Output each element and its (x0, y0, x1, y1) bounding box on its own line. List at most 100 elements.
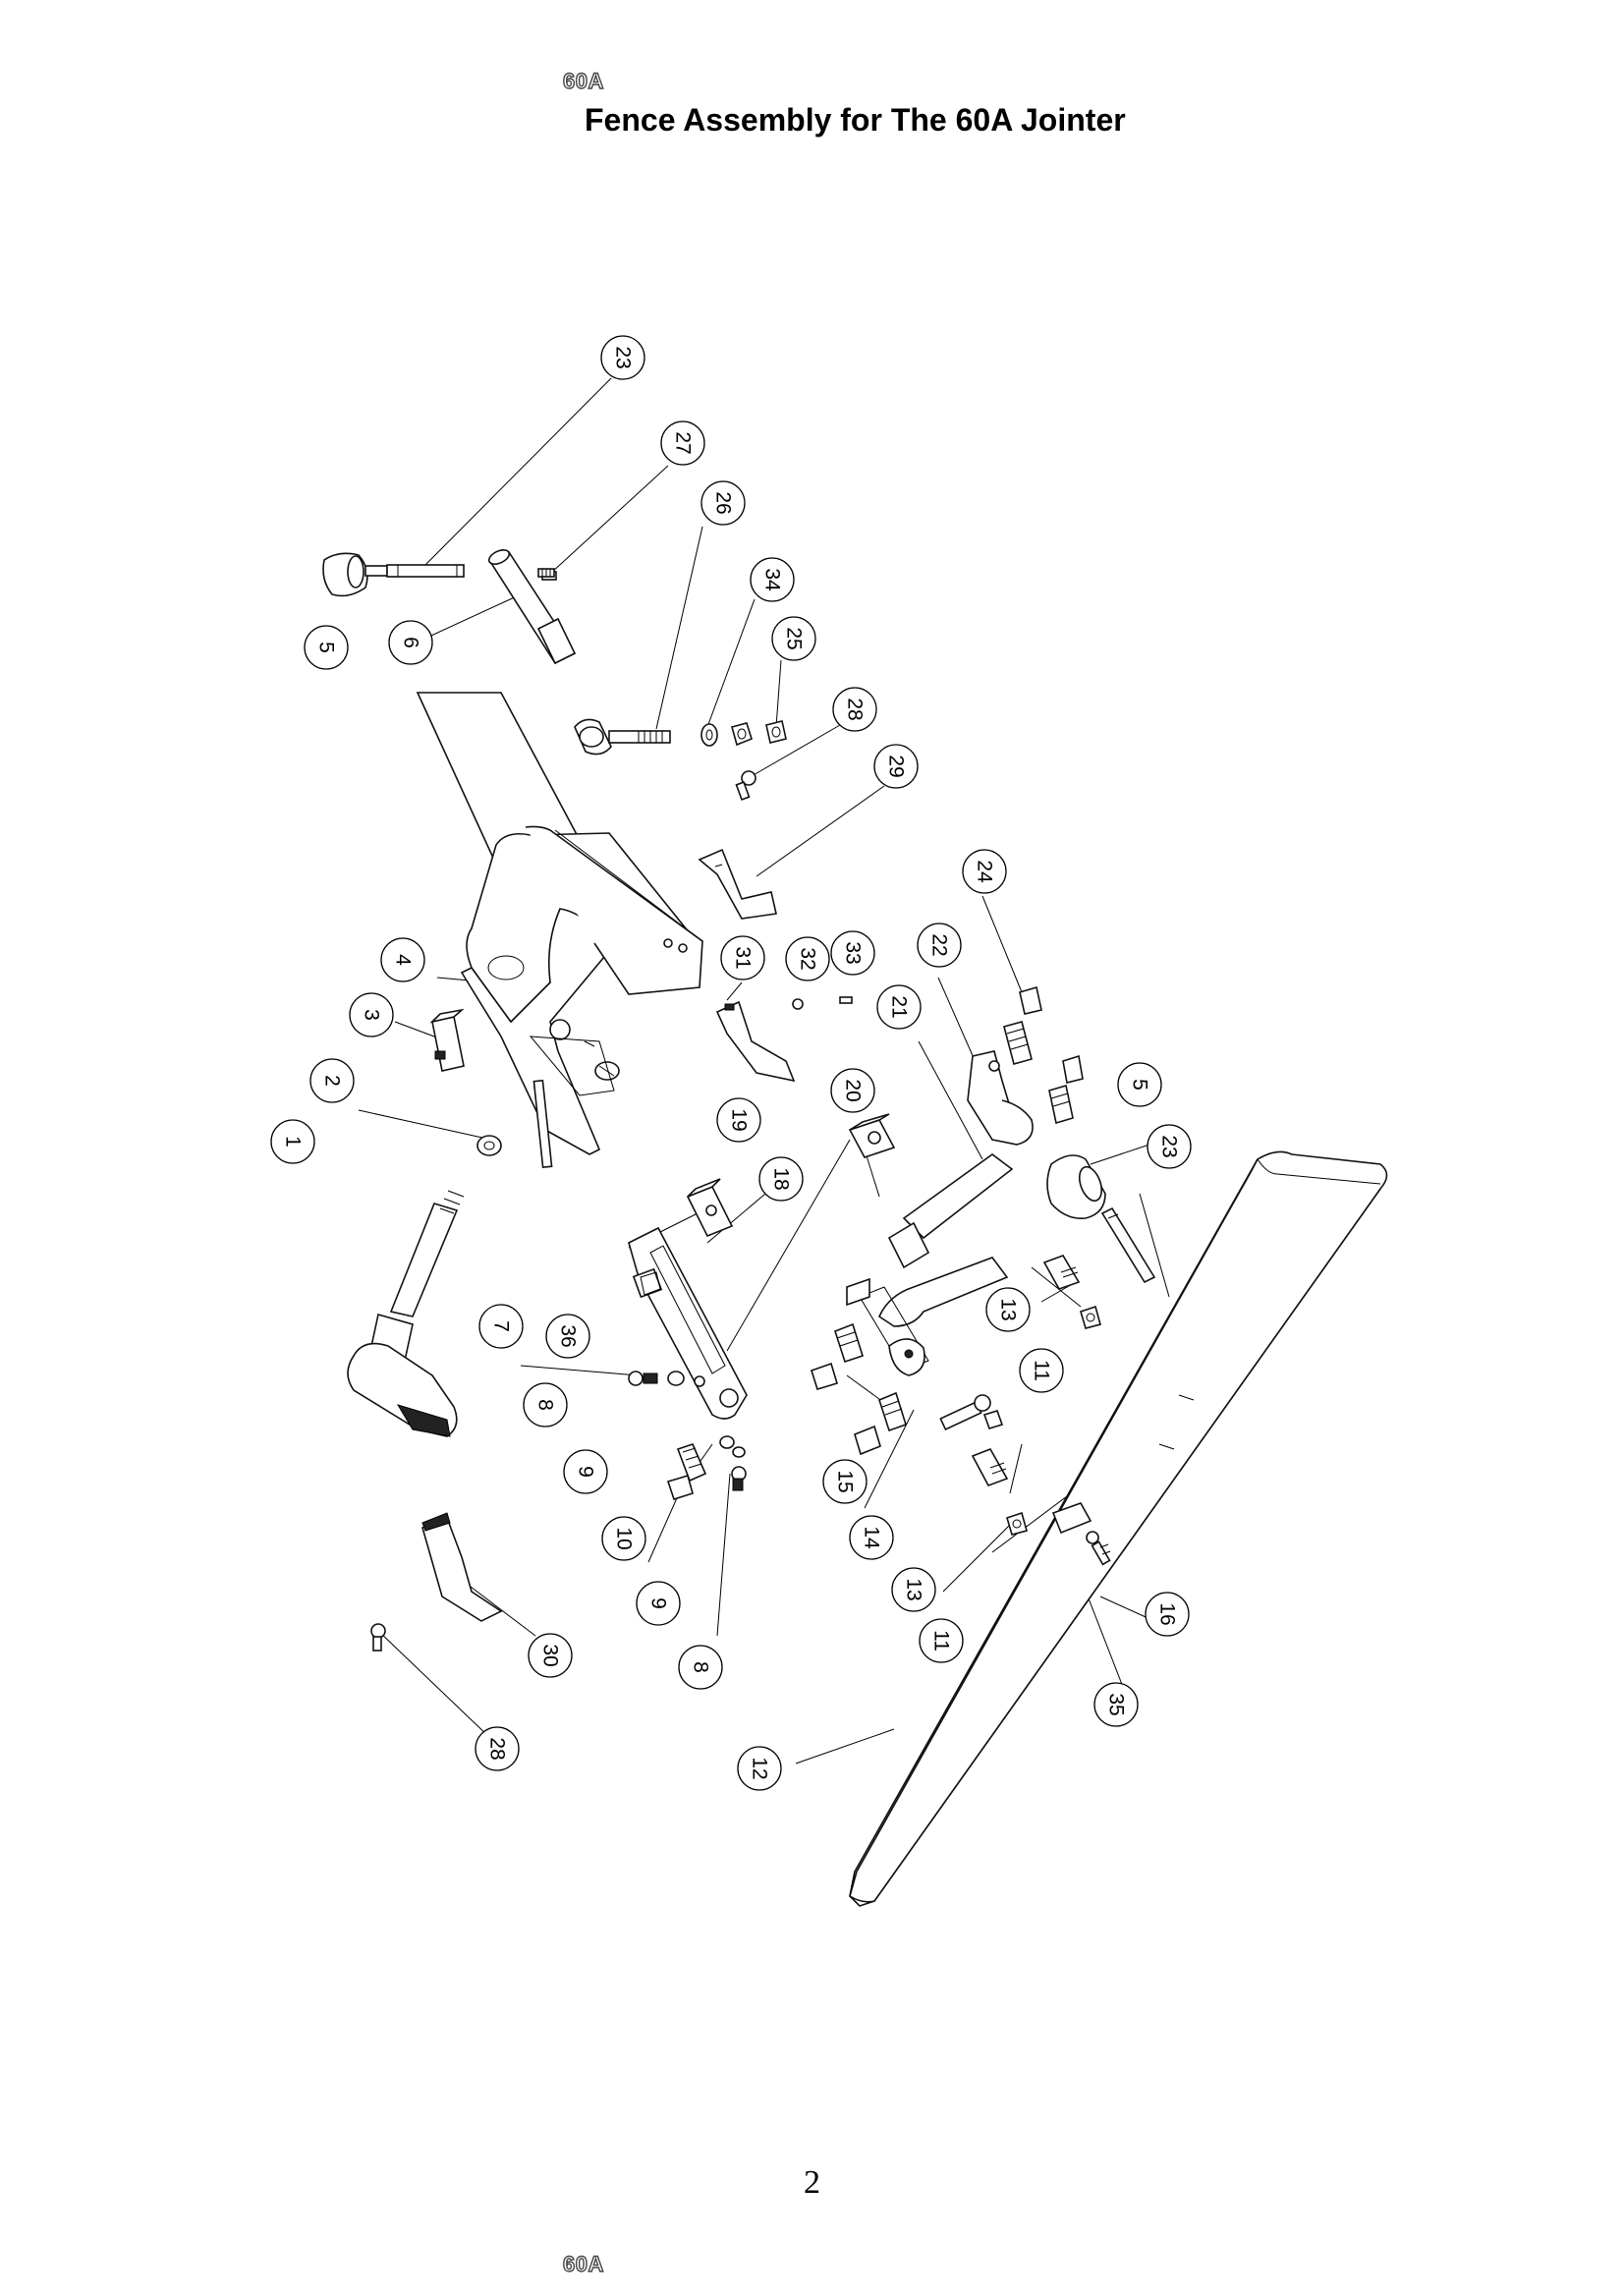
washer-9-center (667, 1371, 705, 1387)
callout-9-lower: 9 (636, 1581, 681, 1626)
callout-6: 6 (388, 620, 433, 665)
svg-text:10: 10 (613, 1527, 636, 1549)
svg-text:13: 13 (903, 1578, 925, 1600)
washer-32 (792, 998, 804, 1010)
svg-text:1: 1 (282, 1136, 305, 1148)
svg-text:4: 4 (392, 954, 415, 966)
svg-text:32: 32 (797, 947, 819, 970)
svg-text:22: 22 (928, 933, 951, 956)
screw-28-lower (370, 1623, 386, 1652)
washer-34 (700, 723, 718, 747)
svg-text:29: 29 (885, 755, 908, 777)
svg-text:28: 28 (844, 698, 867, 720)
svg-text:21: 21 (888, 995, 911, 1018)
callout-25: 25 (771, 616, 816, 661)
screw-16 (1086, 1531, 1111, 1566)
svg-text:13: 13 (997, 1298, 1020, 1320)
svg-text:16: 16 (1156, 1602, 1179, 1625)
svg-text:36: 36 (557, 1324, 580, 1347)
callout-23-right: 23 (1147, 1124, 1192, 1169)
callout-26: 26 (700, 480, 746, 526)
pin-6 (487, 549, 577, 665)
svg-text:6: 6 (400, 637, 422, 648)
bracket-21 (967, 1050, 1034, 1146)
svg-text:26: 26 (712, 491, 735, 514)
callout-3: 3 (349, 992, 394, 1037)
bolt-10 (666, 1443, 707, 1500)
callout-11-upper: 11 (1019, 1348, 1064, 1393)
callout-15: 15 (822, 1459, 868, 1504)
svg-text:19: 19 (728, 1108, 751, 1131)
callout-30: 30 (528, 1633, 573, 1678)
fence-rail-12 (849, 1150, 1388, 1907)
callout-7: 7 (478, 1304, 524, 1349)
svg-text:30: 30 (539, 1644, 562, 1666)
callout-35: 35 (1093, 1682, 1139, 1727)
studs-left (811, 1322, 907, 1456)
slide-bar-36 (628, 1226, 748, 1420)
svg-text:34: 34 (761, 568, 784, 591)
callout-24: 24 (962, 849, 1007, 894)
callout-28-top: 28 (832, 687, 877, 732)
linkage-22 (846, 1153, 1014, 1376)
screw-28-top (735, 770, 756, 801)
nuts-25 (731, 720, 787, 747)
callout-33: 33 (830, 930, 875, 976)
studs-24 (1003, 985, 1084, 1125)
model-tag-bottom: 60A (562, 2251, 604, 2276)
pin-23-top (386, 564, 465, 578)
knob-5-right (1046, 1154, 1106, 1220)
nut-11-upper (1080, 1305, 1101, 1329)
fence-casting-4 (416, 692, 703, 1155)
callout-22: 22 (917, 923, 962, 968)
callout-31: 31 (720, 935, 765, 980)
callout-5-top: 5 (304, 625, 349, 670)
washer-2 (476, 1135, 502, 1156)
callout-34: 34 (750, 557, 795, 602)
bolt-8-lower (731, 1466, 747, 1491)
svg-text:12: 12 (749, 1757, 771, 1779)
bolt-8-center (628, 1371, 658, 1386)
callout-27: 27 (660, 420, 705, 466)
nut-11-lower (1006, 1511, 1028, 1536)
callout-21: 21 (876, 984, 922, 1030)
bolt-15 (939, 1394, 991, 1430)
bracket-30 (421, 1512, 503, 1622)
callout-5-right: 5 (1117, 1062, 1162, 1107)
pin-23-right (1100, 1206, 1156, 1284)
svg-text:11: 11 (1031, 1360, 1053, 1381)
svg-text:9: 9 (575, 1466, 597, 1478)
callout-28-lower: 28 (475, 1726, 520, 1771)
svg-text:15: 15 (834, 1470, 857, 1492)
callout-8-lower: 8 (678, 1645, 723, 1690)
svg-text:33: 33 (842, 941, 865, 964)
pin-7 (532, 1079, 553, 1169)
callout-32: 32 (785, 936, 830, 981)
knob-5-top (322, 552, 388, 597)
callout-16: 16 (1145, 1592, 1190, 1637)
callout-13-upper: 13 (985, 1287, 1031, 1332)
svg-text:23: 23 (612, 346, 635, 368)
svg-text:2: 2 (321, 1075, 344, 1087)
block-3 (429, 1008, 465, 1072)
bracket-29 (698, 848, 777, 920)
svg-text:3: 3 (361, 1009, 383, 1021)
svg-text:5: 5 (1129, 1079, 1151, 1091)
callout-19: 19 (716, 1097, 761, 1143)
callout-12: 12 (737, 1746, 782, 1791)
cam-block-20 (848, 1113, 896, 1158)
page-number: 2 (804, 2164, 820, 2201)
svg-text:8: 8 (690, 1661, 712, 1673)
callout-23-top: 23 (600, 335, 645, 380)
svg-text:28: 28 (486, 1737, 509, 1760)
bolt-26 (574, 718, 671, 756)
lever-1 (347, 1190, 465, 1437)
svg-text:9: 9 (647, 1597, 670, 1609)
callout-11-lower: 11 (919, 1618, 964, 1663)
washer-9-lower (719, 1435, 746, 1458)
svg-text:35: 35 (1105, 1693, 1128, 1715)
callout-36: 36 (545, 1314, 590, 1359)
callout-2: 2 (309, 1058, 355, 1103)
callout-9-center: 9 (563, 1449, 608, 1494)
bracket-31 (715, 1000, 796, 1083)
